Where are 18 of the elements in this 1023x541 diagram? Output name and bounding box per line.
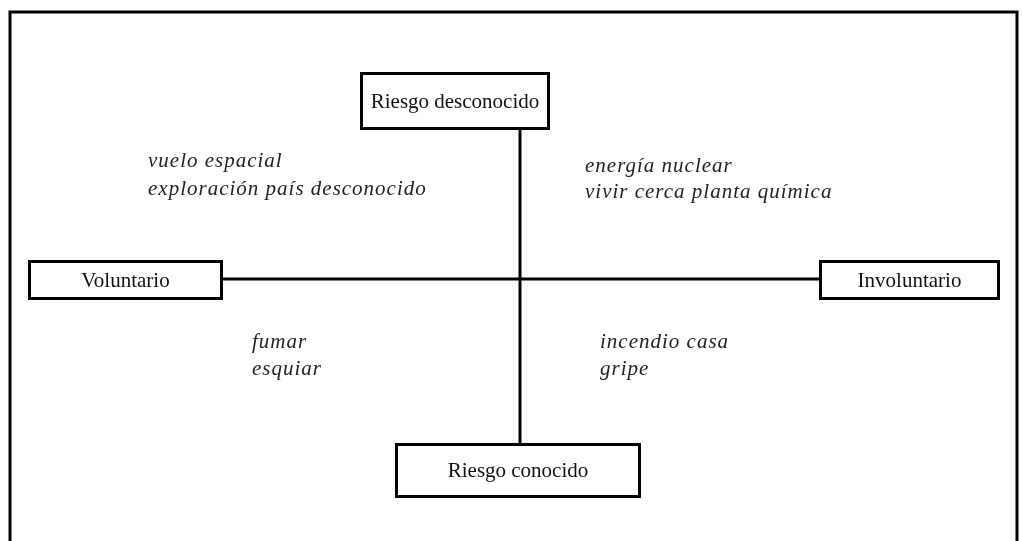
box-label: Riesgo desconocido — [370, 88, 540, 114]
quadrant-example: esquiar — [252, 356, 322, 381]
label-box — [360, 72, 550, 130]
box-label: Riesgo conocido — [447, 458, 589, 483]
quadrant-example: energía nuclear — [585, 153, 733, 178]
quadrant-example: exploración país desconocido — [148, 176, 427, 201]
quadrant-example: incendio casa — [600, 329, 730, 354]
quadrant-example: vivir cerca planta química — [585, 179, 833, 204]
quadrant-example: fumar — [252, 329, 308, 354]
label-box — [395, 443, 641, 498]
label-box — [28, 260, 223, 300]
box-label: Involuntario — [857, 267, 962, 293]
connector-line — [518, 130, 522, 443]
label-box — [819, 260, 1000, 300]
box-label: Voluntario — [81, 267, 170, 293]
quadrant-example: vuelo espacial — [148, 148, 283, 173]
quadrant-example: gripe — [600, 356, 650, 381]
connector-line — [223, 277, 819, 281]
